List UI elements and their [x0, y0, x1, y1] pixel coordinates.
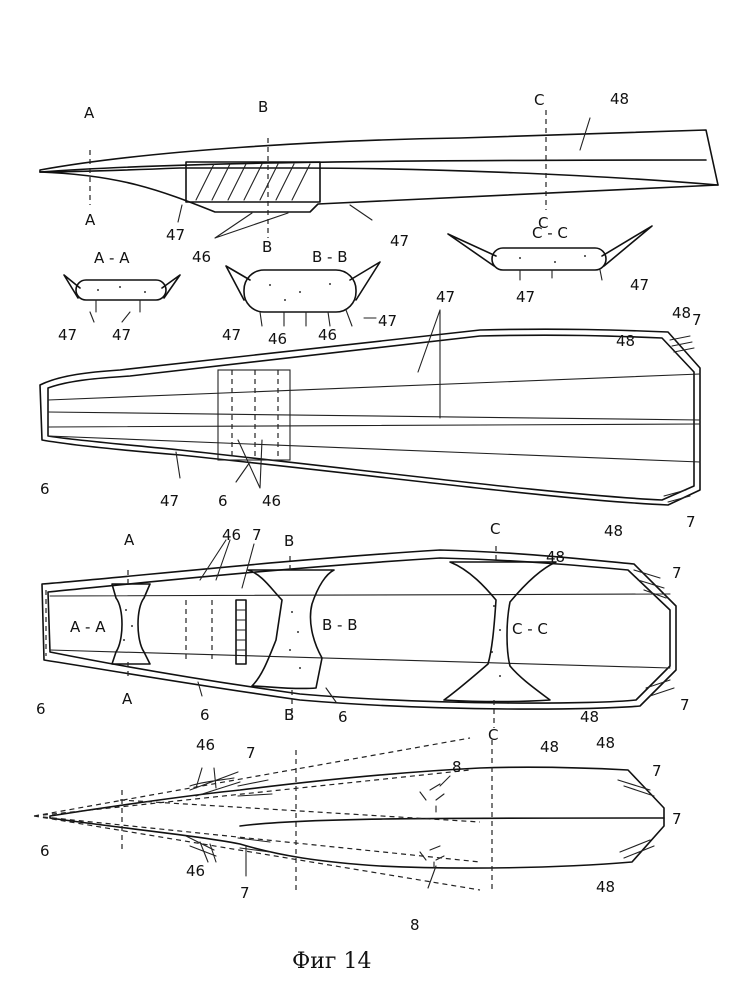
- side-view: [40, 110, 718, 238]
- ref-48-plan-bottom: 48: [604, 522, 623, 540]
- ref-7-outline-bottom: 7: [240, 884, 250, 902]
- section-bb-title: B - B: [312, 248, 348, 266]
- top-plan-view: [40, 310, 700, 505]
- ref-7-bottom-plan-bottom: 7: [680, 696, 690, 714]
- hatching: [196, 164, 310, 200]
- ref-47-side-right: 47: [390, 232, 409, 250]
- ref-6-bottom-plan-mid: 6: [200, 706, 210, 724]
- ref-48-plan-top: 48: [672, 304, 691, 322]
- section-a-plan-bottom: A: [122, 690, 133, 708]
- ref-47-bb-right: 47: [378, 312, 397, 330]
- section-cc-plan-label: C - C: [512, 620, 548, 638]
- ref-7-plan-bottom: 7: [686, 513, 696, 531]
- section-a-top-label: A: [84, 104, 95, 122]
- section-b-bottom-label: B: [262, 238, 272, 256]
- ref-46-bottom-plan: 46: [222, 526, 241, 544]
- ref-6-plan-left: 6: [40, 480, 50, 498]
- ref-7-outline-right-mid: 7: [672, 810, 682, 828]
- section-a-plan-top: A: [124, 531, 135, 549]
- ref-7-outline-right-top: 7: [652, 762, 662, 780]
- ref-47-side-left: 47: [166, 226, 185, 244]
- ref-48-bottom-plan-a: 48: [580, 708, 599, 726]
- figure-caption: Фиг 14: [292, 949, 371, 974]
- ref-6-bottom-plan-right: 6: [338, 708, 348, 726]
- ref-6-bottom-plan-left: 6: [36, 700, 46, 718]
- ref-47-aa-left: 47: [58, 326, 77, 344]
- outline-view: [34, 738, 664, 890]
- ref-46-bb-a: 46: [268, 330, 287, 348]
- ref-48-outline-top: 48: [540, 738, 559, 756]
- section-cc-title: C - C: [532, 224, 568, 242]
- section-b-top-label: B: [258, 98, 268, 116]
- section-c-plan-top: C: [490, 520, 500, 538]
- ref-47-bb-left: 47: [222, 326, 241, 344]
- ref-46-outline-bottom: 46: [186, 862, 205, 880]
- ref-48-side: 48: [610, 90, 629, 108]
- section-aa-title: A - A: [94, 249, 130, 267]
- section-b-plan-bottom: B: [284, 706, 294, 724]
- section-b-plan-top: B: [284, 532, 294, 550]
- ref-7-bottom-plan-right: 7: [672, 564, 682, 582]
- ref-46-bb-b: 46: [318, 326, 337, 344]
- ref-6-plan-bottom: 6: [218, 492, 228, 510]
- ref-7-bottom-plan-top: 7: [252, 526, 262, 544]
- ref-7-outline-top: 7: [246, 744, 256, 762]
- ref-47-cc-left: 47: [516, 288, 535, 306]
- section-c-top-label: C: [534, 91, 544, 109]
- stipple: [123, 605, 501, 677]
- ref-47-plan-top: 47: [436, 288, 455, 306]
- ref-48-bottom-plan-top: 48: [546, 548, 565, 566]
- ref-48-plan-mid: 48: [616, 332, 635, 350]
- section-a-bottom-label: A: [85, 211, 96, 229]
- ref-47-aa-right: 47: [112, 326, 131, 344]
- ref-7-plan-top: 7: [692, 311, 702, 329]
- ref-48-bottom-plan-b: 48: [596, 734, 615, 752]
- ref-8-outline-bottom: 8: [410, 916, 420, 934]
- section-aa-view: [64, 275, 180, 322]
- ref-47-plan-bottom: 47: [160, 492, 179, 510]
- section-bb-plan-label: B - B: [322, 616, 358, 634]
- ref-48-outline-bottom: 48: [596, 878, 615, 896]
- ref-46-side: 46: [192, 248, 211, 266]
- ref-46-outline-top: 46: [196, 736, 215, 754]
- ref-46-plan: 46: [262, 492, 281, 510]
- ref-47-cc-right: 47: [630, 276, 649, 294]
- ref-8-outline-top: 8: [452, 758, 462, 776]
- section-c-plan-bottom: C: [488, 726, 498, 744]
- section-bb-view: [226, 262, 380, 326]
- ref-6-outline: 6: [40, 842, 50, 860]
- section-aa-plan-label: A - A: [70, 618, 106, 636]
- bottom-plan-view: [42, 540, 676, 728]
